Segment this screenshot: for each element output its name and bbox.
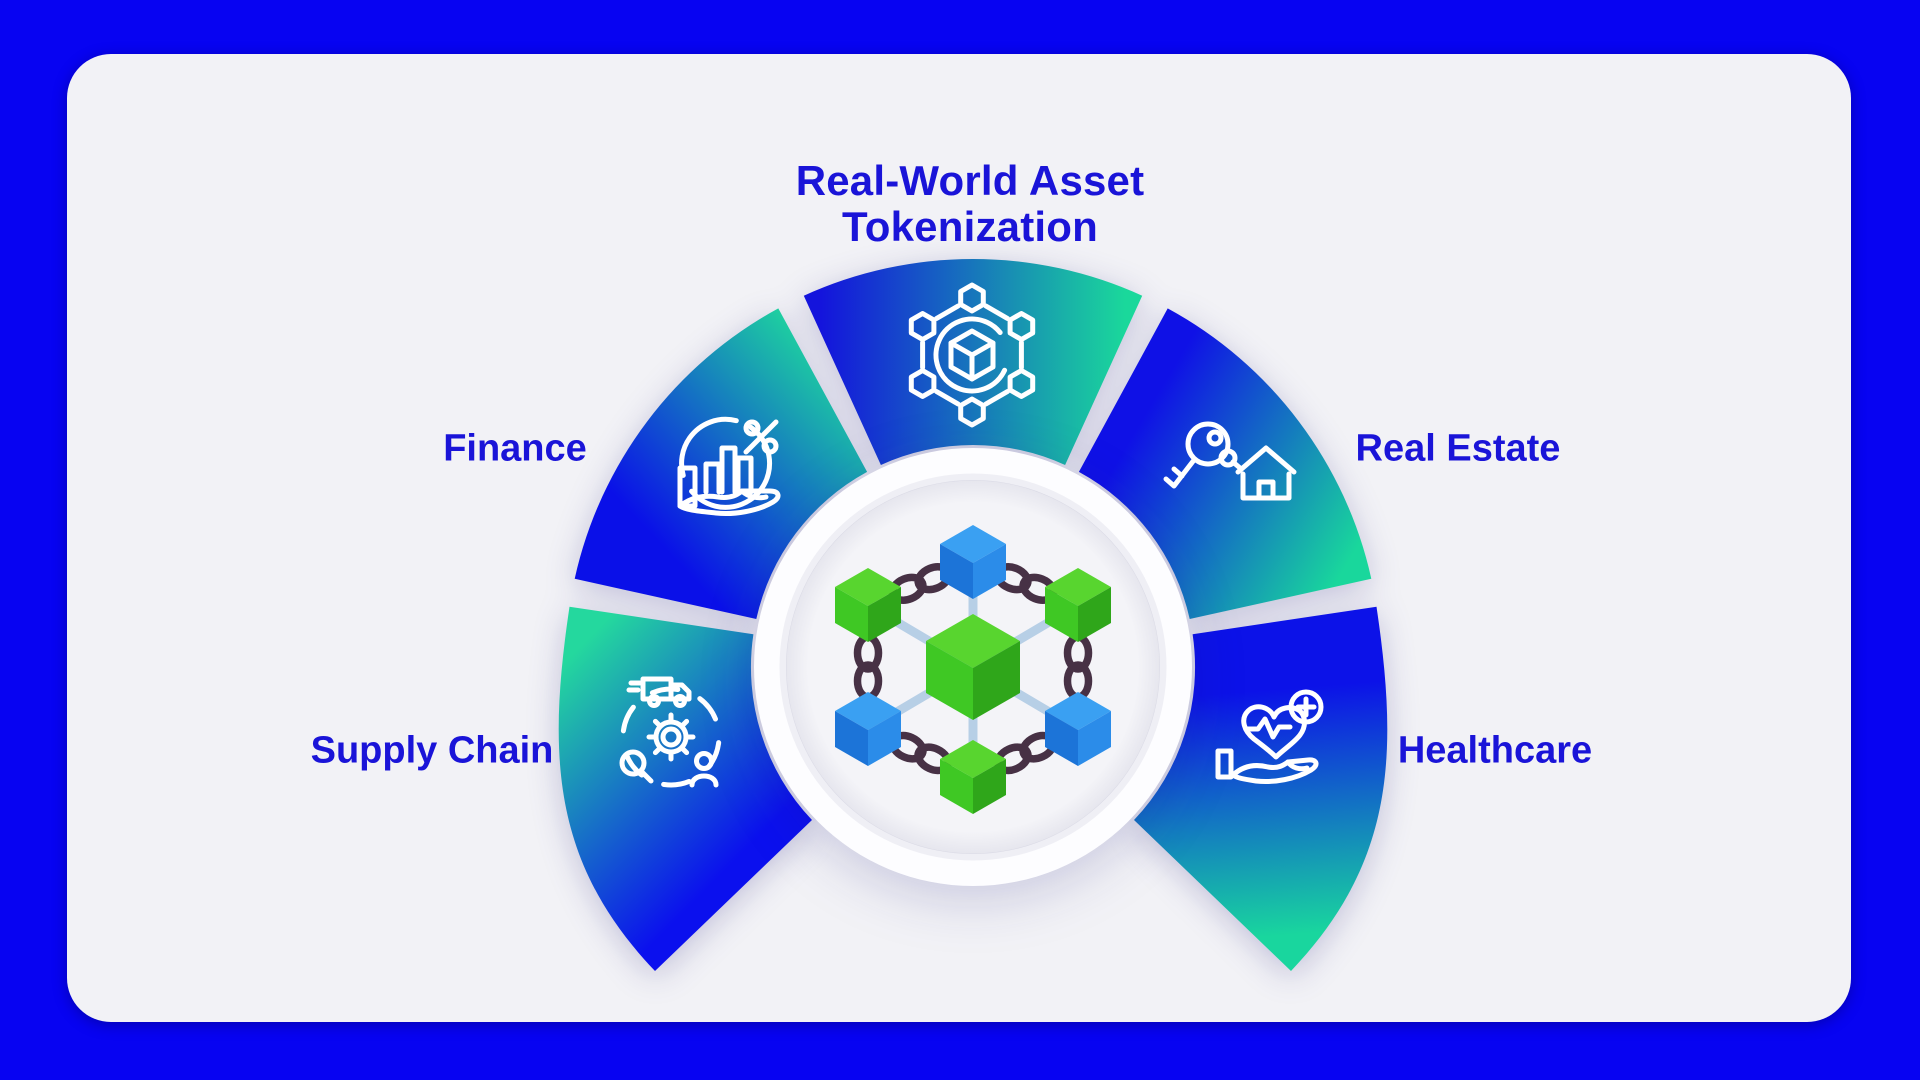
house-key-icon	[1163, 421, 1297, 501]
token-network-icon	[908, 282, 1036, 428]
label-supply-chain: Supply Chain	[310, 729, 554, 772]
finance-hand-chart-icon	[677, 416, 781, 516]
hand-heart-icon	[1215, 689, 1324, 784]
segment-healthcare	[1134, 606, 1388, 971]
cube-top-blue	[940, 525, 1006, 599]
logistics-cycle-icon	[619, 676, 722, 788]
cube-upper-left-green	[835, 568, 901, 642]
cube-bottom-green	[940, 740, 1006, 814]
cube-upper-right-green	[1045, 568, 1111, 642]
cube-lower-right-blue	[1045, 692, 1111, 766]
blockchain-network-icon	[835, 525, 1111, 814]
label-real-estate: Real Estate	[1355, 427, 1561, 470]
cube-center-green	[926, 614, 1020, 720]
label-finance: Finance	[443, 427, 587, 470]
diagram-title: Real-World Asset Tokenization	[796, 158, 1145, 250]
diagram-title-line1: Real-World Asset	[795, 157, 1145, 204]
segment-supply-chain	[558, 606, 812, 971]
cube-lower-left-blue	[835, 692, 901, 766]
diagram-title-line2: Tokenization	[842, 203, 1098, 250]
label-healthcare: Healthcare	[1397, 729, 1593, 772]
